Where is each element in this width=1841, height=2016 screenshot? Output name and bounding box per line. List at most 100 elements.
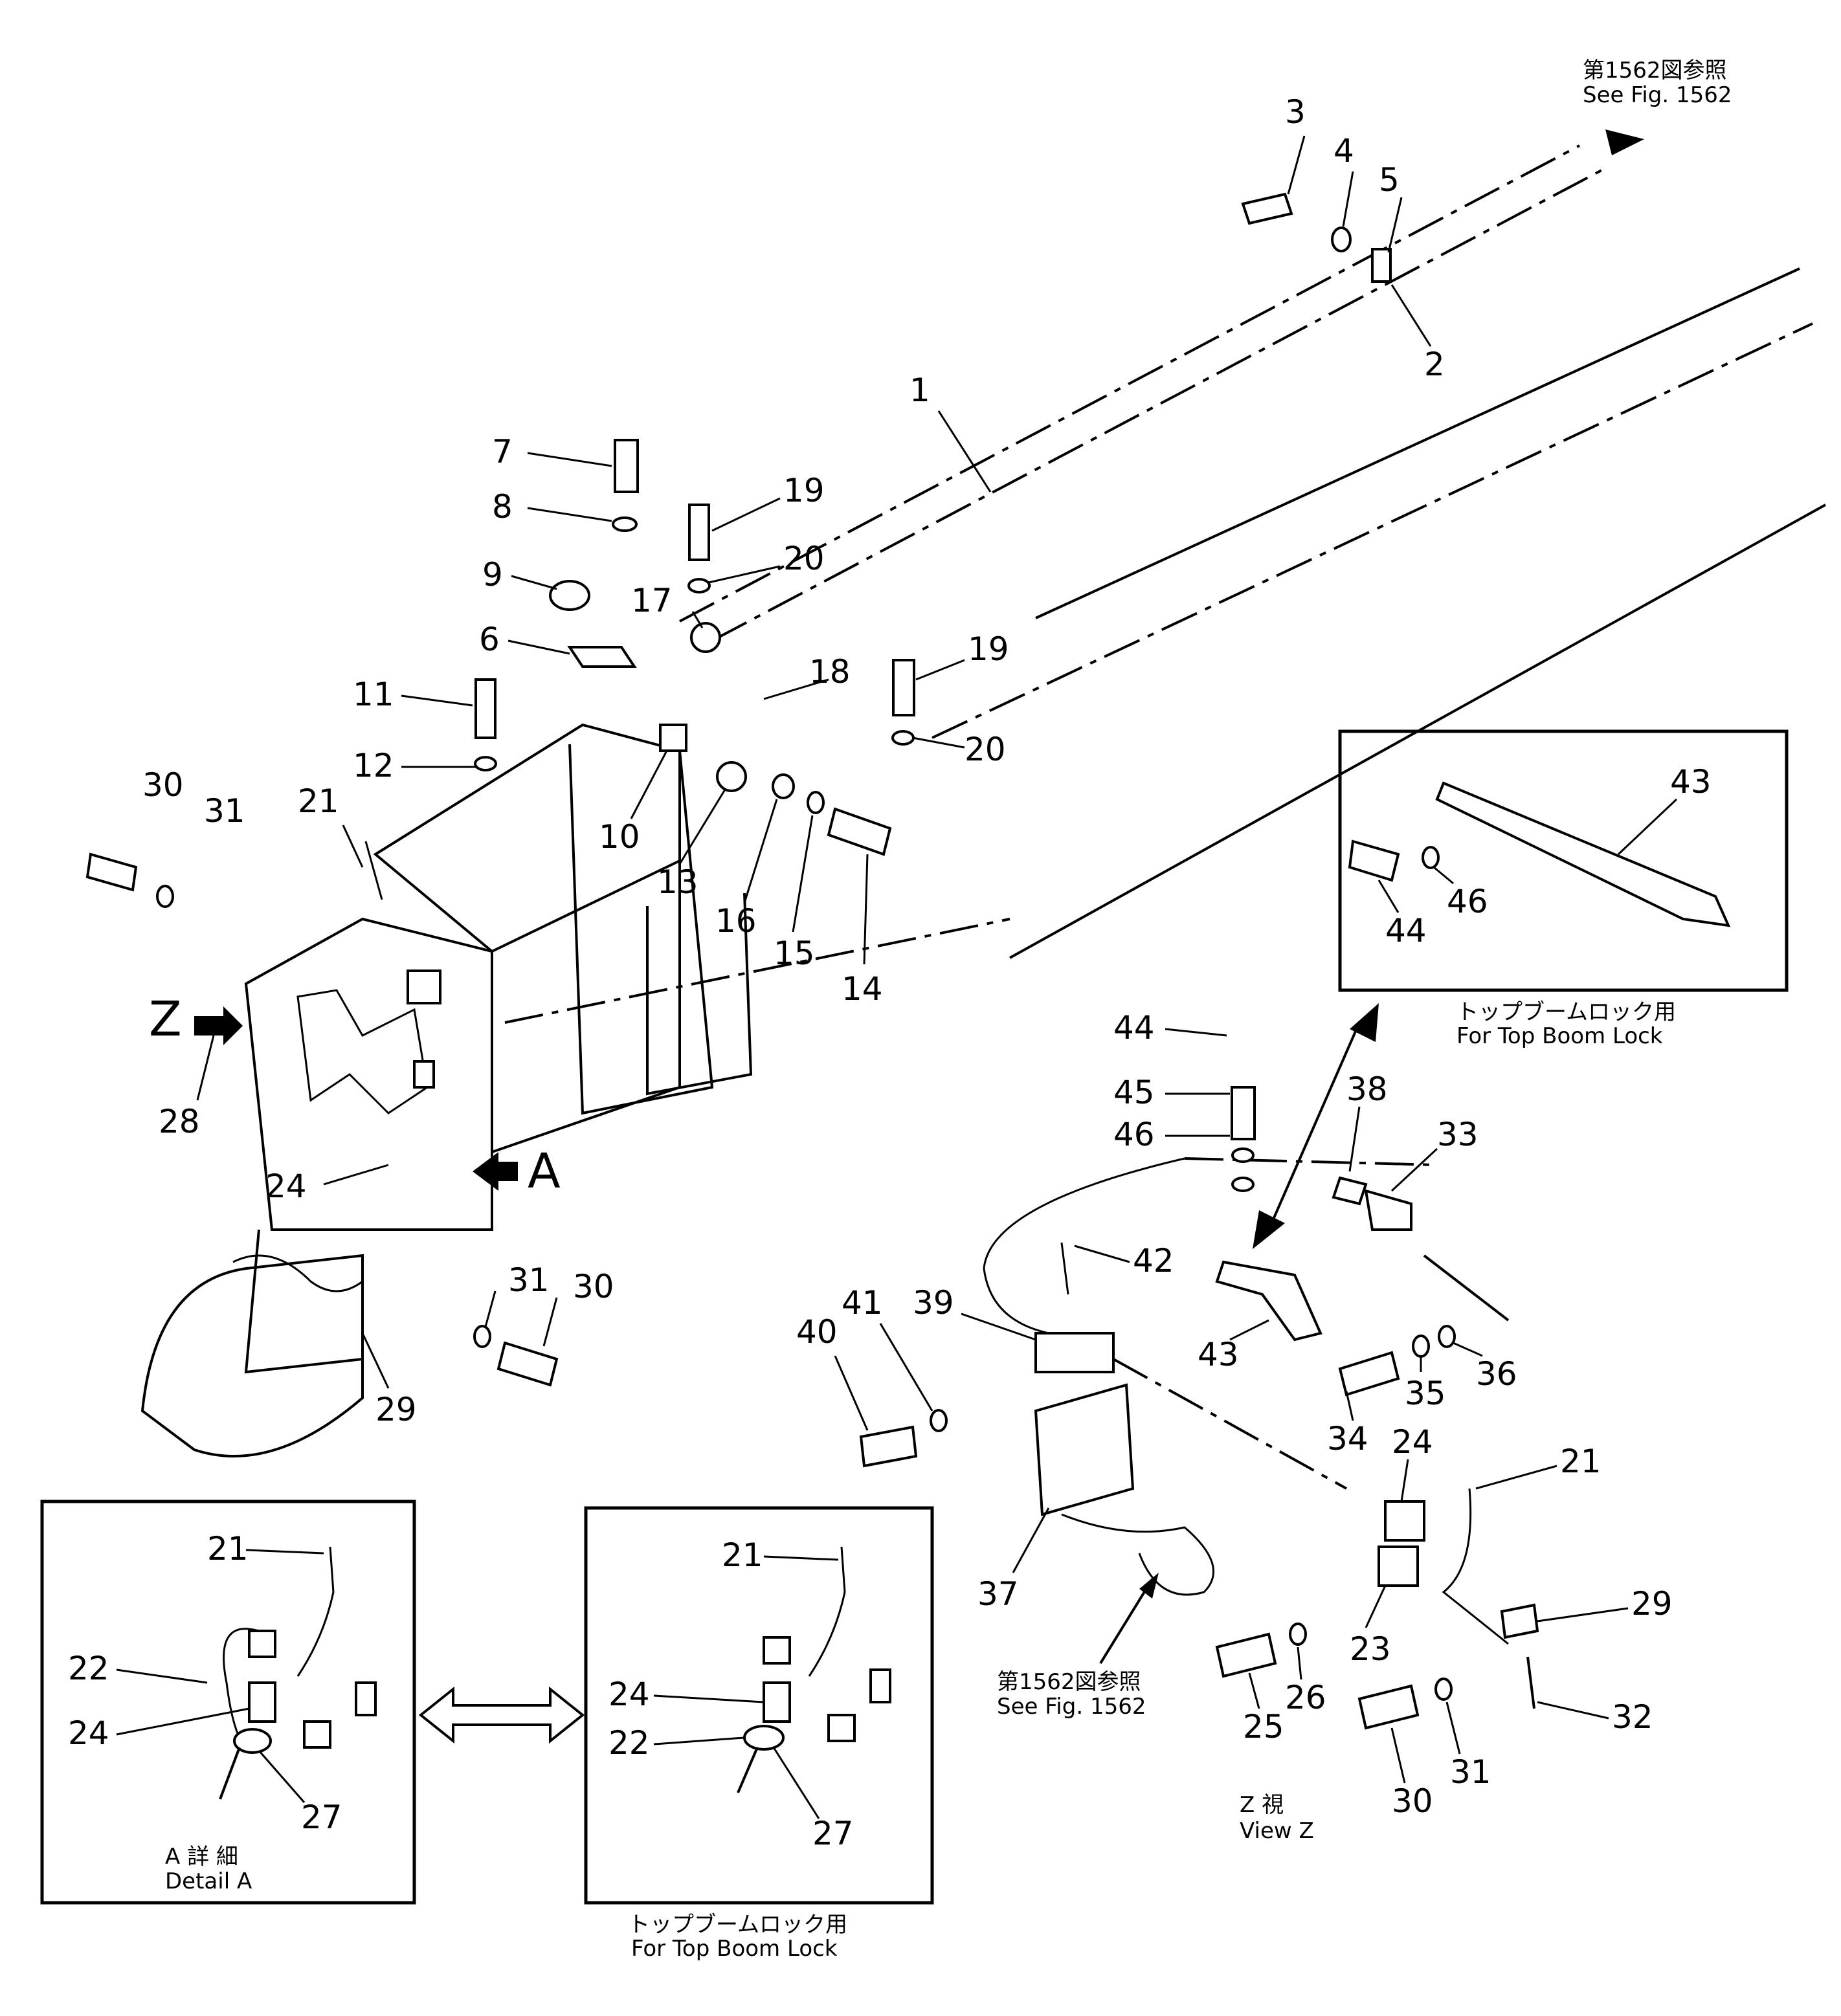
inset-caption-en: For Top Boom Lock [1456,1023,1663,1049]
reference-en: See Fig. 1562 [1583,82,1732,108]
washer-20b-icon [891,730,915,746]
washer-46-icon [1422,846,1440,869]
connector-b1-icon [763,1636,791,1665]
switch-17-icon [690,622,721,653]
bolt-3-icon [1241,192,1293,225]
connector-24b-icon [763,1681,791,1723]
leader [1074,1245,1130,1263]
leader [527,507,612,522]
bolt-25-icon [1215,1632,1277,1678]
leader [1387,197,1403,253]
connector-23-icon [1378,1545,1419,1587]
callout-label: 31 [204,792,245,830]
callout-label: 19 [783,472,825,509]
leader [1012,1507,1050,1573]
inset-frame [1338,729,1789,992]
callout-label: 38 [1346,1070,1388,1108]
callout-label: 20 [783,540,825,577]
switch-33-icon [1364,1189,1412,1231]
boom-edge-lower [504,918,1010,1024]
callout-label: 30 [142,766,184,804]
tie-32 [1526,1656,1535,1709]
callout-label: 43 [1198,1336,1239,1373]
leader [196,1035,215,1101]
leader [1433,866,1454,885]
link-arrow-shaft [1267,1022,1361,1230]
leader [1248,1672,1260,1709]
wire-21 [1442,1488,1509,1645]
callout-label: 10 [599,818,640,856]
callout-label: 13 [657,863,698,901]
wire-tail-b [737,1747,759,1793]
callout-label: 24 [608,1676,650,1713]
callout-label: 28 [159,1103,200,1140]
bolt-11-icon [474,678,497,739]
washer-35-icon [1412,1335,1430,1358]
leader [1165,1028,1227,1037]
callout-label: 33 [1437,1116,1478,1153]
leader [323,1164,389,1186]
wire-42 [1060,1242,1069,1295]
view-a-label: A [528,1144,561,1199]
harness-line-upper [679,144,1580,623]
leader-lines [196,135,1432,1389]
leader [1390,1147,1438,1192]
leader [1287,135,1306,195]
leader [879,1323,933,1412]
inset-frame [584,1506,934,1905]
connector-box [407,969,441,1004]
callout-label: 42 [1133,1242,1174,1279]
detail-a-jp: A 詳 細 [165,1844,238,1870]
callout-label: 2 [1424,346,1445,383]
link-arrow [1253,1003,1379,1249]
boom-edge-2 [932,322,1813,739]
view-marker-z: Z [149,991,243,1047]
callout-label: 29 [1631,1585,1673,1623]
callout-label: 24 [265,1168,307,1205]
callout-label: 21 [1560,1443,1601,1480]
callout-label: 9 [482,556,503,593]
washer-31-icon [156,885,174,908]
callout-label: 25 [1243,1708,1284,1745]
bolt-7-icon [614,439,639,493]
callouts-detail-a: 21 22 24 27 [68,1530,342,1836]
arrow-left-icon [473,1152,518,1191]
callout-label: 19 [968,630,1009,668]
callouts-view-z: 44 45 46 38 33 42 41 39 40 43 34 35 36 2… [796,1009,1673,1820]
leader [542,1297,558,1347]
boom-plate-2 [646,892,753,1096]
callout-label: 39 [913,1284,954,1322]
leader [364,841,383,900]
leader [863,854,869,965]
leader [792,815,814,933]
callouts-inset-right: 43 44 46 [1378,763,1712,949]
clip-detail [413,1060,435,1089]
bracket-6-icon [567,646,637,668]
inset-top-boom-lock-right: トップブームロック用 For Top Boom Lock [1338,729,1789,1049]
bolt-30c-icon [1357,1684,1420,1730]
leader [711,497,781,532]
leader [1390,1727,1406,1784]
leader [1297,1646,1302,1680]
clamp-27a-icon [233,1728,272,1754]
leader [116,1707,250,1736]
callout-label: 20 [965,731,1006,768]
washer-45-icon [1231,1147,1255,1163]
boom-assembly [85,129,1826,1457]
pivot-housing [140,1254,364,1457]
callout-label: 24 [68,1714,109,1752]
leader [511,575,557,590]
harness-line-1 [711,167,1606,642]
washer-16-icon [772,773,795,799]
callout-label: 27 [812,1815,854,1852]
harness-dash-2 [1113,1358,1347,1490]
callout-label: 22 [608,1724,650,1762]
plate-10-icon [659,724,687,752]
leader [937,410,992,493]
leader [1345,1391,1354,1421]
leader [1365,1585,1387,1628]
view-marker-a: A [473,1144,561,1199]
callout-label: 18 [809,653,851,691]
leader [653,1736,745,1745]
